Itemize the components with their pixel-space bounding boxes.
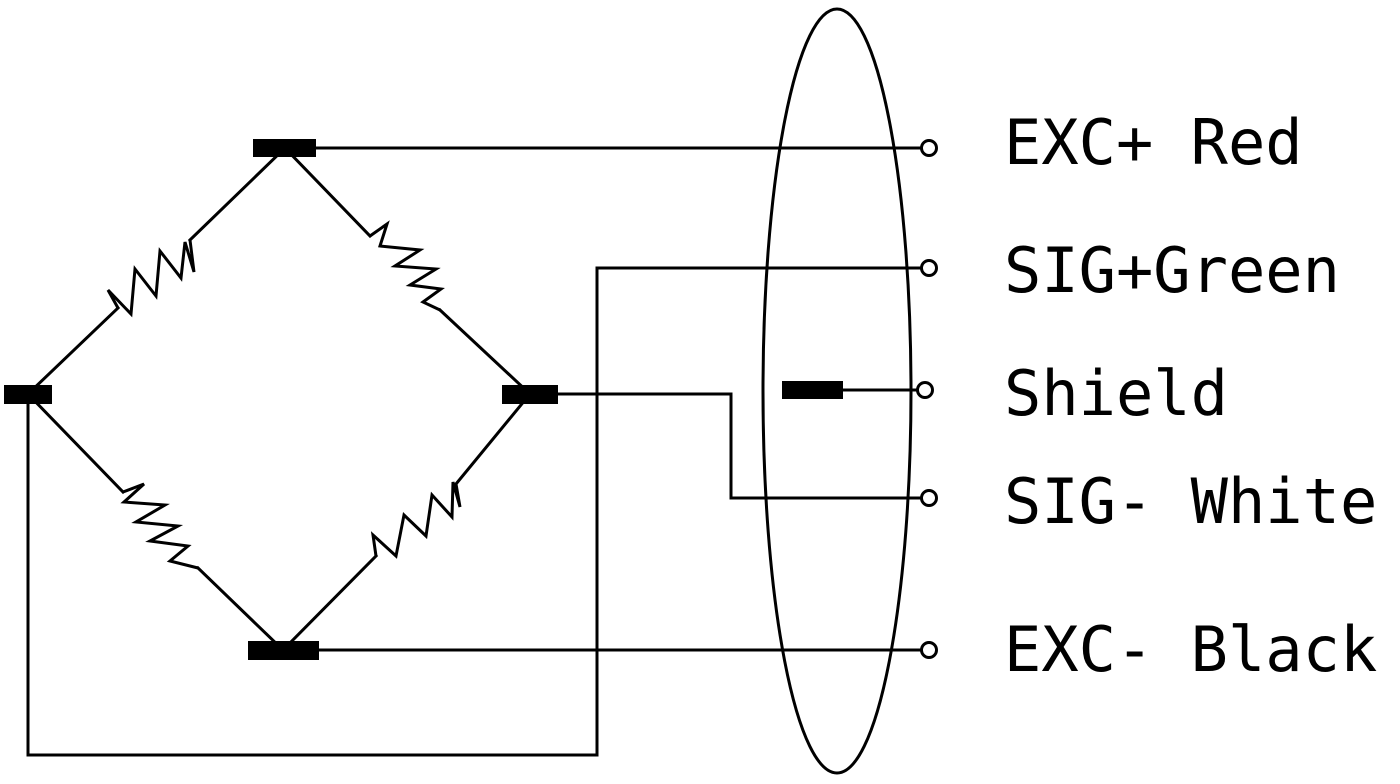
resistor-lower-left (25, 391, 286, 653)
node-right (502, 385, 558, 404)
node-bottom (248, 641, 319, 660)
label-shield: Shield (1004, 357, 1228, 430)
terminal-exc-plus (920, 139, 938, 157)
terminal-exc-minus (920, 641, 938, 659)
label-sig-minus: SIG- White (1004, 465, 1378, 538)
wire-sig-minus (543, 392, 924, 500)
label-exc-plus: EXC+ Red (1004, 106, 1303, 179)
node-left (4, 385, 52, 404)
terminal-shield (916, 381, 934, 399)
terminal-sig-minus (920, 489, 938, 507)
node-top (253, 139, 316, 157)
label-exc-minus: EXC- Black (1004, 613, 1378, 686)
shield-bar (782, 381, 843, 399)
terminal-sig-plus (920, 259, 938, 277)
resistor-upper-left (25, 145, 288, 397)
label-sig-plus: SIG+Green (1004, 234, 1340, 307)
resistor-lower-right (280, 391, 533, 653)
wire-sig-plus (26, 266, 924, 757)
resistor-upper-right (282, 145, 533, 397)
